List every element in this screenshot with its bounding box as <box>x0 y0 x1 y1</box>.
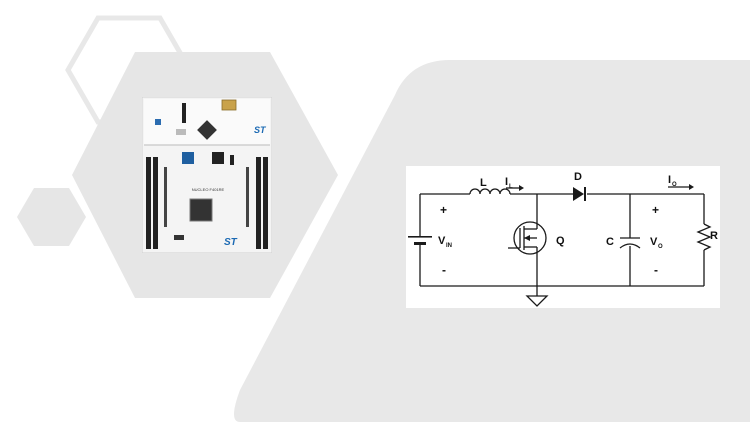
source-plate-short <box>414 242 426 245</box>
inductor-label: L <box>480 177 487 189</box>
inductor-arrow-head <box>519 185 524 191</box>
capacitor-label: C <box>606 236 614 248</box>
schematic-background <box>406 166 720 308</box>
diode-triangle <box>573 187 584 201</box>
inductor-symbol <box>469 188 511 195</box>
crystal <box>176 129 186 135</box>
output-plus: + <box>652 203 659 217</box>
usb-connector <box>221 99 237 111</box>
capacitor-plate-bottom <box>619 243 641 249</box>
output-voltage-label: V <box>650 236 658 248</box>
board-silkscreen: NUCLEO F401RE <box>192 187 225 192</box>
stlink-header <box>182 103 186 123</box>
inductor-current-label: I <box>505 176 508 188</box>
diode-label: D <box>574 171 582 183</box>
hexagon-small-left <box>17 188 86 246</box>
black-button <box>212 152 224 164</box>
source-plate-long <box>408 236 432 238</box>
output-current-subscript: O <box>672 182 677 188</box>
input-plus: + <box>440 203 447 217</box>
diode-bar <box>584 187 586 201</box>
inductor-current-subscript: L <box>509 184 513 190</box>
nucleo-board-image: ST NUCLEO F401RE ST <box>142 97 272 253</box>
input-minus: - <box>442 263 446 277</box>
stlink-logo: ST <box>254 125 267 135</box>
boost-converter-schematic: L I L D I O + V IN - Q C V O + - R <box>406 166 720 308</box>
blue-switch <box>155 119 161 125</box>
board-logo: ST <box>224 237 238 248</box>
mosfet-circle <box>513 221 547 255</box>
ground-symbol <box>525 295 549 307</box>
output-arrow-head <box>689 184 694 190</box>
crystal-small <box>174 235 184 240</box>
inner-header-left <box>164 167 167 227</box>
jumper <box>230 155 234 165</box>
output-minus: - <box>654 263 658 277</box>
blue-button <box>182 152 194 164</box>
right-header-pins <box>256 157 268 249</box>
source-label: V <box>438 235 446 247</box>
mcu-chip <box>189 198 213 222</box>
output-current-label: I <box>668 174 671 186</box>
resistor-symbol <box>696 223 712 251</box>
source-subscript: IN <box>446 243 452 249</box>
left-header-pins <box>146 157 158 249</box>
output-voltage-subscript: O <box>658 244 663 250</box>
mosfet-arrow <box>524 235 530 241</box>
inner-header-right <box>246 167 249 227</box>
switch-label: Q <box>556 235 565 247</box>
load-label: R <box>710 230 718 242</box>
